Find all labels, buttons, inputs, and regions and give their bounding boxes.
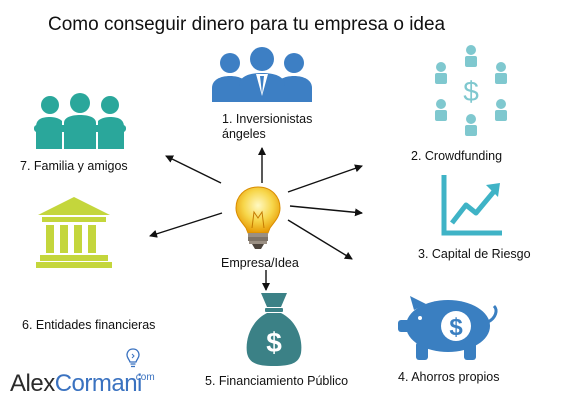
option-label-banks: 6. Entidades financieras — [22, 318, 156, 332]
diagram-title: Como conseguir dinero para tu empresa o … — [48, 14, 446, 35]
option-label-family: 7. Familia y amigos — [20, 159, 128, 173]
option-label-public: 5. Financiamiento Público — [205, 374, 349, 388]
brand-part2: Cormani — [54, 370, 143, 397]
brand-bulb-icon — [126, 348, 140, 368]
option-label-venture: 3. Capital de Riesgo — [418, 247, 531, 261]
family-group-icon — [34, 93, 126, 149]
piggy-bank-icon: $ — [398, 296, 498, 360]
option-label-investors-line1: 1. Inversionistas — [222, 112, 313, 126]
brand-logo: AlexCormani — [10, 370, 142, 398]
arrow-to-venture — [289, 205, 363, 217]
crowdfunding-network-icon: $ — [435, 45, 507, 136]
svg-text:$: $ — [449, 314, 463, 341]
arrow-to-crowdfunding — [287, 164, 363, 193]
arrow-to-family — [165, 155, 222, 184]
brand-suffix: .com — [133, 372, 155, 383]
center-label: Empresa/Idea — [221, 256, 299, 270]
bank-building-icon — [36, 197, 112, 268]
money-bag-icon: $ — [246, 293, 302, 366]
svg-text:$: $ — [266, 327, 282, 358]
investors-group-icon — [212, 47, 312, 102]
option-label-crowdfunding: 2. Crowdfunding — [411, 149, 503, 163]
option-label-investors-line2: ángeles — [222, 127, 266, 141]
lightbulb-icon — [235, 186, 281, 249]
growth-chart-icon — [441, 175, 502, 236]
svg-text:$: $ — [463, 76, 479, 107]
arrow-to-savings — [287, 219, 353, 260]
arrow-to-banks — [149, 212, 223, 238]
option-label-savings: 4. Ahorros propios — [398, 370, 500, 384]
brand-part1: Alex — [10, 370, 55, 397]
